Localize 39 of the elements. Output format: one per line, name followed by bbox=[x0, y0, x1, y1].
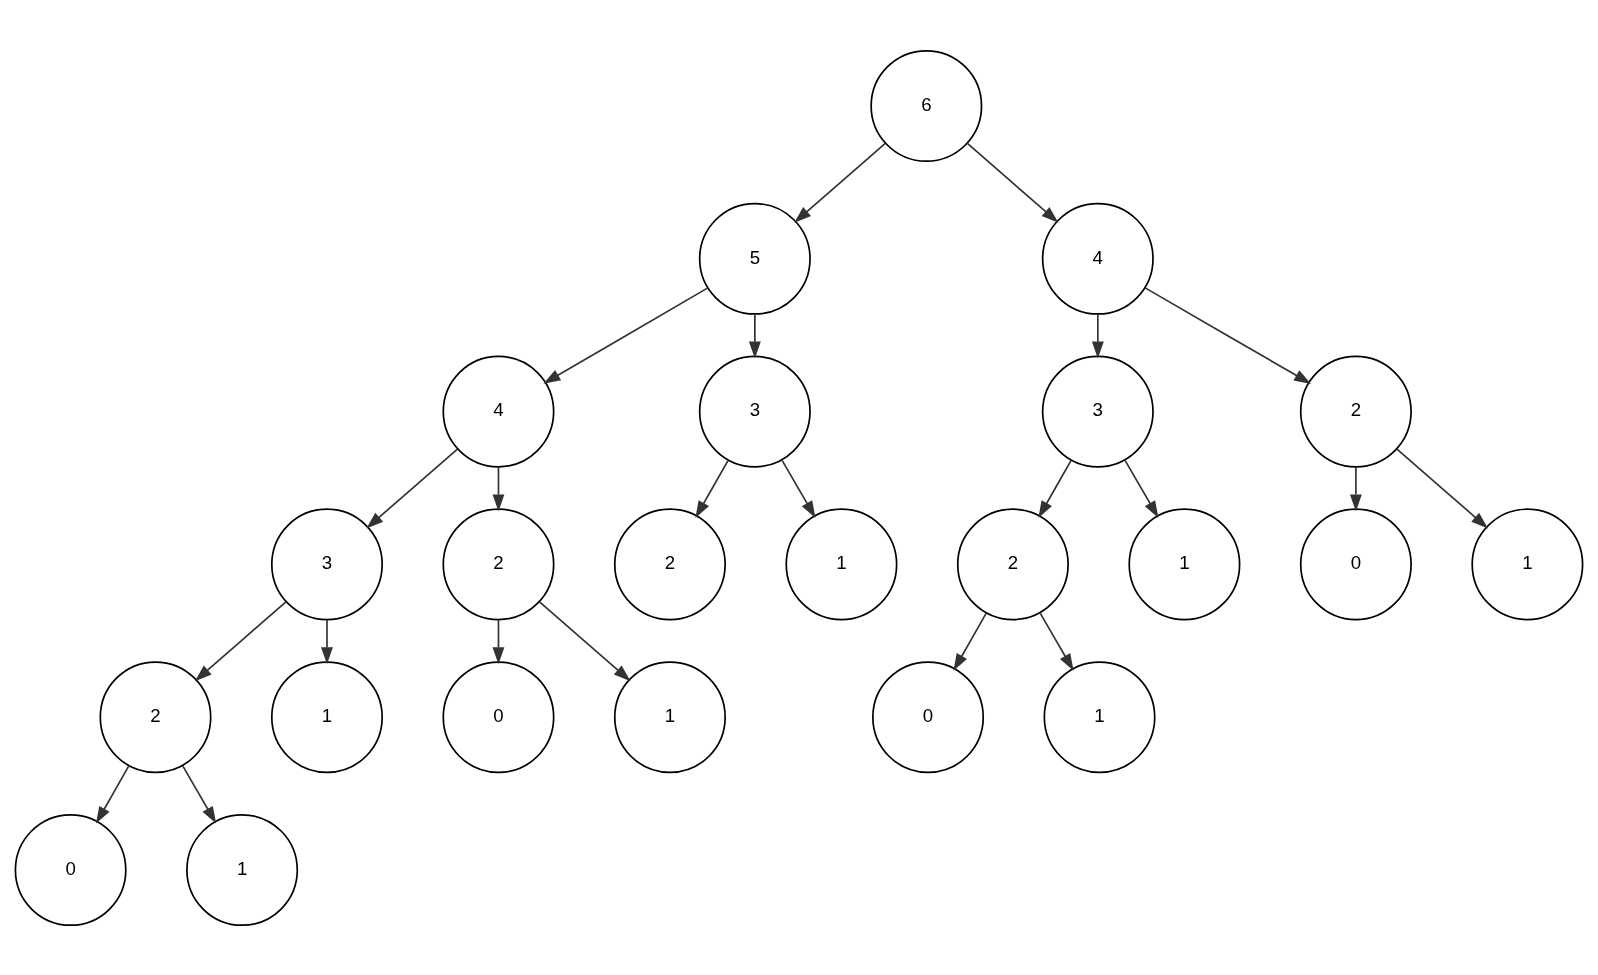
node-circle: 1 bbox=[186, 813, 299, 926]
arrow bbox=[1144, 286, 1312, 384]
node-circle: 0 bbox=[872, 660, 985, 773]
node-circle: 0 bbox=[1299, 507, 1412, 620]
node-circle: 0 bbox=[442, 660, 555, 773]
arrow bbox=[182, 764, 217, 824]
node-circle: 1 bbox=[270, 660, 384, 773]
arrow bbox=[194, 600, 287, 681]
arrow bbox=[953, 612, 987, 671]
arrow bbox=[492, 465, 505, 511]
arrow bbox=[96, 764, 130, 824]
arrow bbox=[1396, 447, 1488, 528]
node-circle: 2 bbox=[613, 507, 726, 620]
arrow bbox=[748, 313, 761, 359]
arrow bbox=[1349, 465, 1362, 511]
node-circle: 3 bbox=[1041, 355, 1154, 468]
arrow bbox=[543, 286, 709, 384]
arrow bbox=[695, 459, 729, 518]
arrow bbox=[492, 618, 505, 664]
arrow bbox=[781, 459, 816, 518]
arrow bbox=[1091, 313, 1104, 359]
arrow bbox=[1039, 612, 1074, 671]
node-circle: 6 bbox=[870, 49, 983, 162]
node-circle: 1 bbox=[785, 507, 898, 620]
arrow bbox=[538, 600, 631, 681]
node-circle: 4 bbox=[442, 355, 555, 468]
node-circle: 2 bbox=[1299, 355, 1412, 468]
node-circle: 1 bbox=[1128, 507, 1241, 620]
arrow bbox=[1124, 459, 1159, 518]
node-circle: 1 bbox=[1043, 660, 1156, 773]
arrow bbox=[966, 142, 1059, 223]
arrow bbox=[366, 447, 459, 528]
arrow bbox=[1038, 459, 1072, 518]
arrow bbox=[794, 142, 887, 223]
arrow bbox=[321, 618, 333, 664]
node-circle: 2 bbox=[442, 507, 555, 620]
node-circle: 2 bbox=[956, 507, 1069, 620]
node-circle: 3 bbox=[698, 355, 811, 468]
node-circle: 0 bbox=[14, 813, 127, 926]
